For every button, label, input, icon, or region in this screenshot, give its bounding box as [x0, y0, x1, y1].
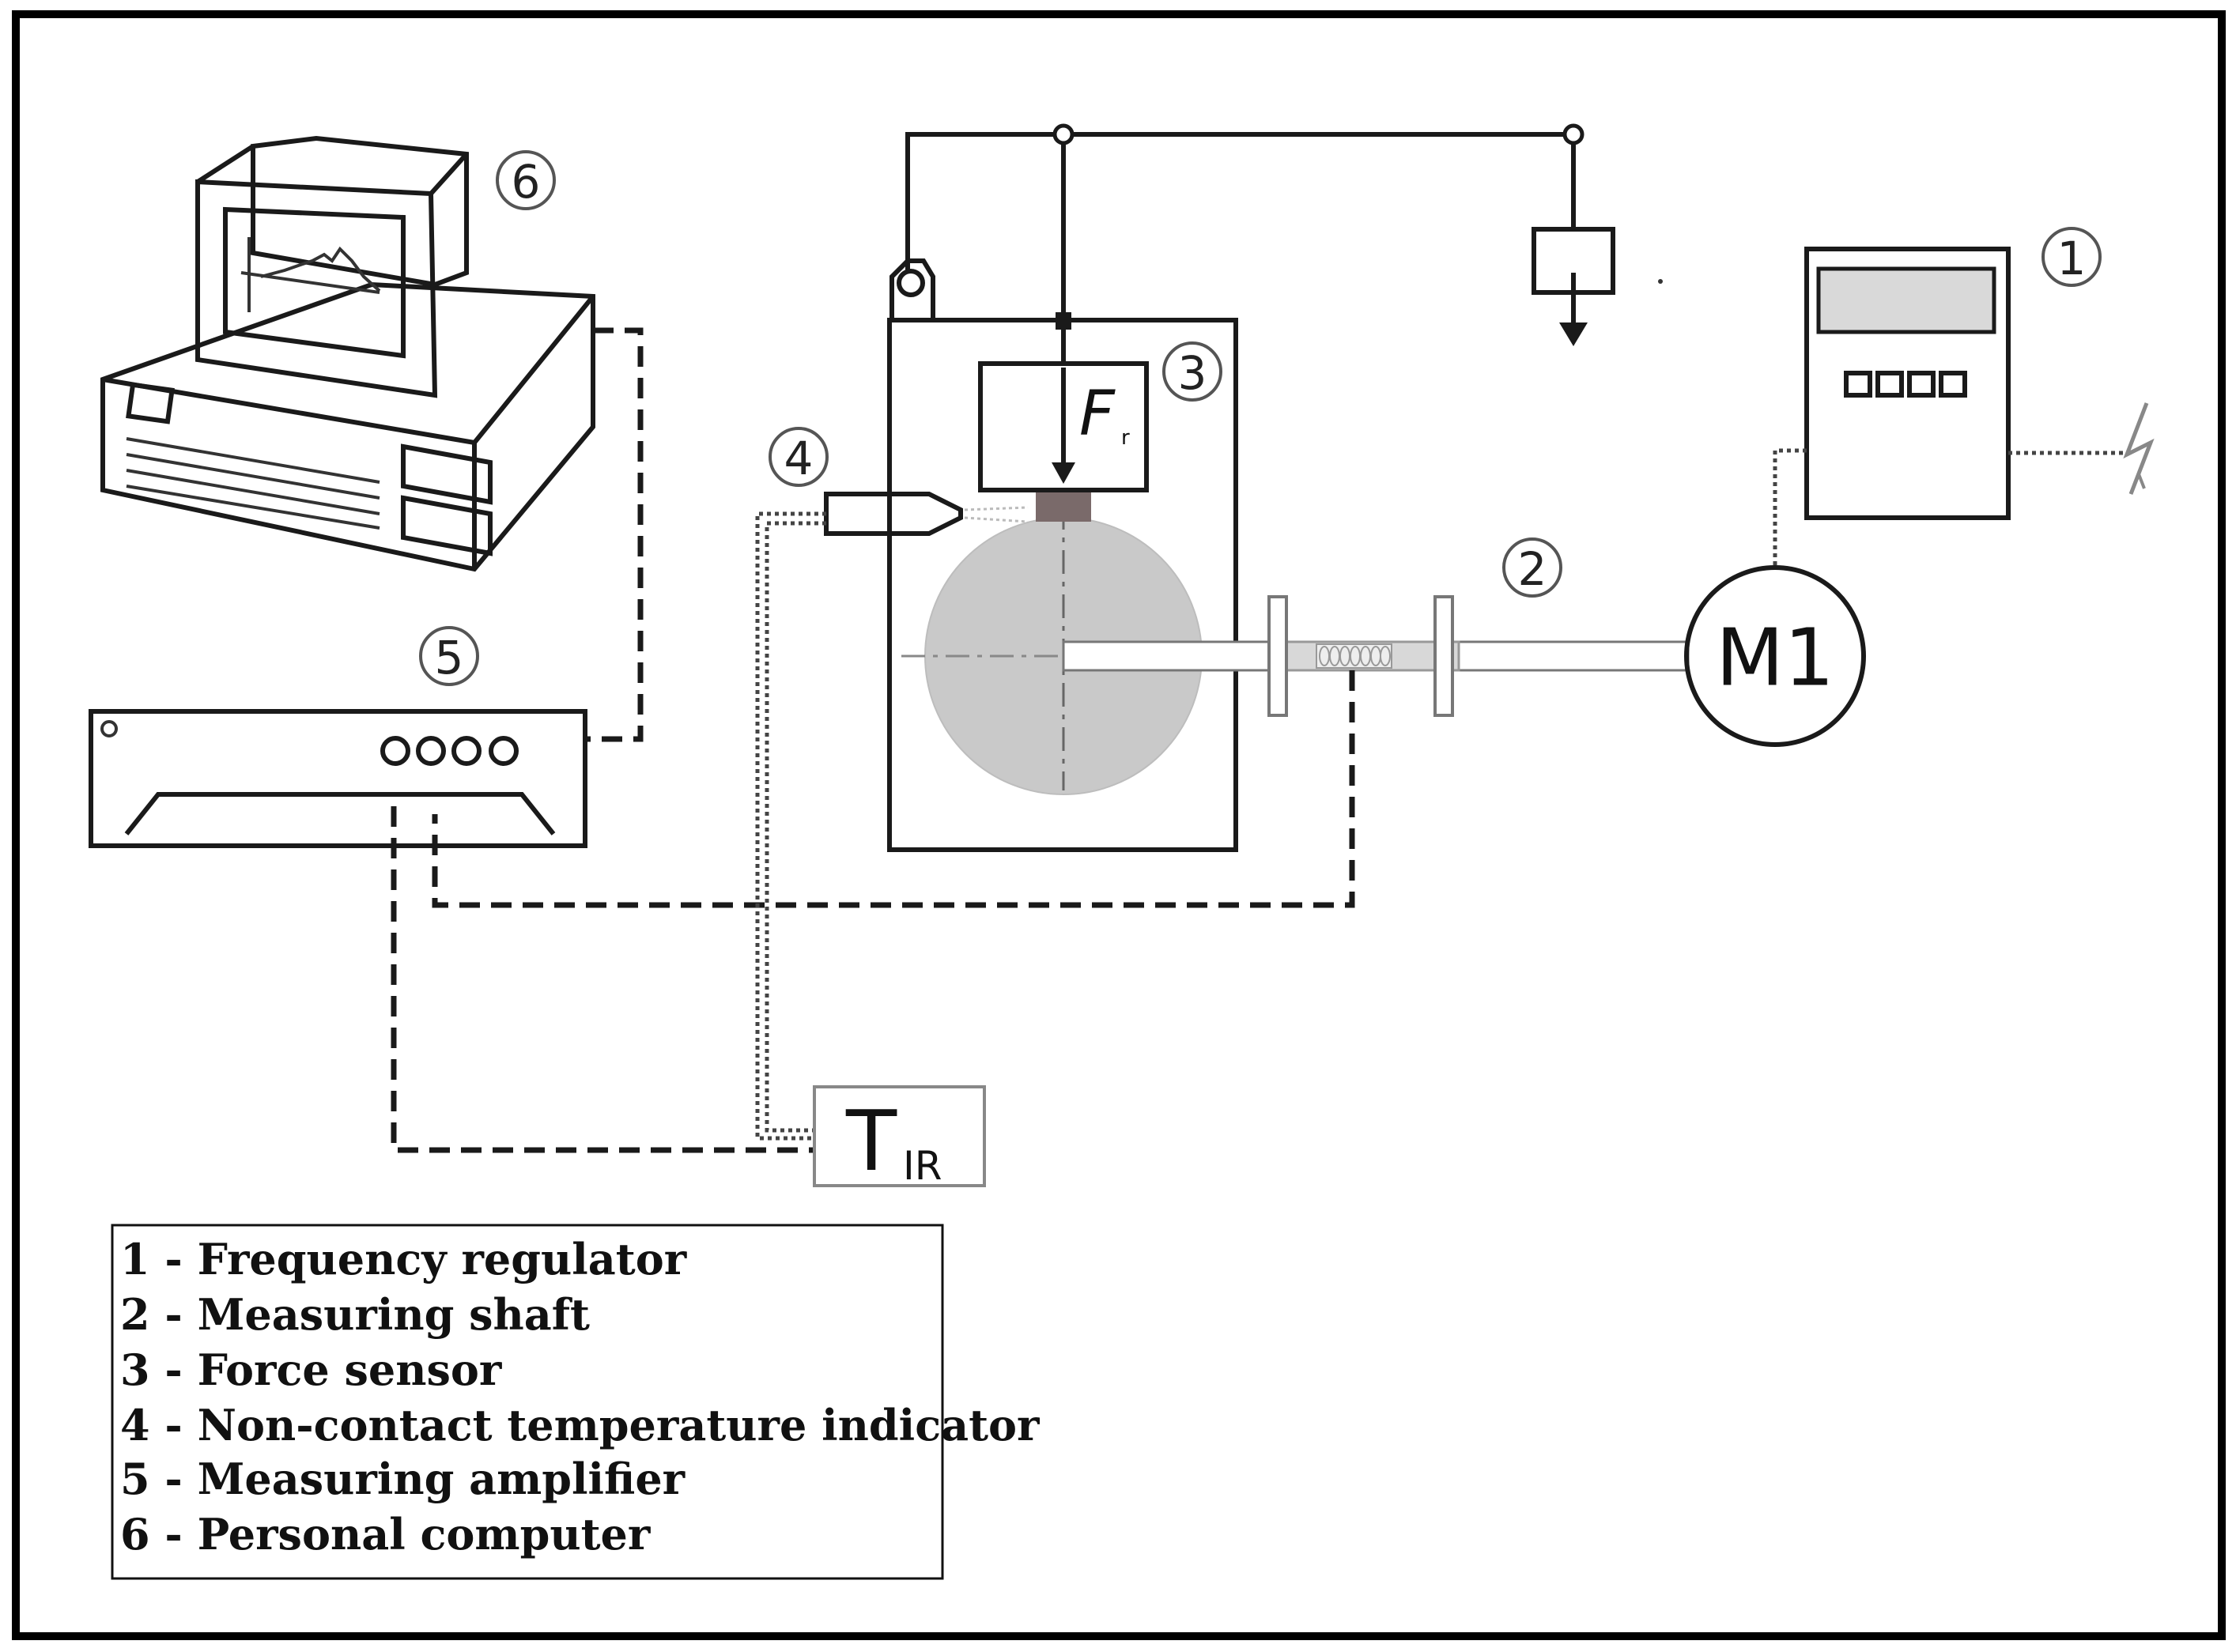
personal-computer [100, 135, 595, 572]
load-pad [1036, 488, 1091, 522]
legend-item-2: 2 - Measuring shaft [120, 1289, 590, 1340]
svg-text:1: 1 [2057, 232, 2087, 285]
callout-2: 2 [1502, 537, 1562, 598]
measuring-shaft [1062, 595, 1690, 717]
frequency-regulator [1804, 247, 2011, 520]
callout-4: 4 [769, 427, 829, 487]
callout-6: 6 [496, 150, 556, 210]
loading-lever [889, 123, 1663, 364]
legend-item-5: 5 - Measuring amplifier [120, 1454, 686, 1504]
motor-m1: M1 [1684, 565, 1866, 747]
ir-temperature-readout: T IR [813, 1085, 986, 1190]
svg-text:r: r [1121, 426, 1130, 450]
ir-temperature-probe [824, 492, 1029, 536]
legend-item-4: 4 - Non-contact temperature indicator [120, 1400, 1040, 1450]
legend-item-6: 6 - Personal computer [120, 1509, 651, 1560]
svg-text:3: 3 [1178, 346, 1207, 400]
callout-5: 5 [419, 626, 479, 686]
legend: 1 - Frequency regulator 2 - Measuring sh… [111, 1224, 1040, 1580]
svg-text:F: F [1079, 379, 1116, 450]
callout-1: 1 [2041, 227, 2102, 287]
legend-item-1: 1 - Frequency regulator [120, 1234, 687, 1284]
svg-text:T: T [845, 1093, 897, 1190]
svg-text:6: 6 [512, 155, 541, 209]
legend-item-3: 3 - Force sensor [120, 1345, 502, 1395]
svg-text:M1: M1 [1716, 612, 1834, 704]
power-supply-icon [2123, 402, 2155, 495]
measuring-amplifier [89, 709, 587, 848]
svg-text:2: 2 [1518, 542, 1547, 596]
svg-text:4: 4 [784, 432, 814, 485]
callout-3: 3 [1162, 341, 1222, 402]
svg-text:IR: IR [903, 1143, 942, 1189]
svg-text:5: 5 [435, 631, 464, 685]
